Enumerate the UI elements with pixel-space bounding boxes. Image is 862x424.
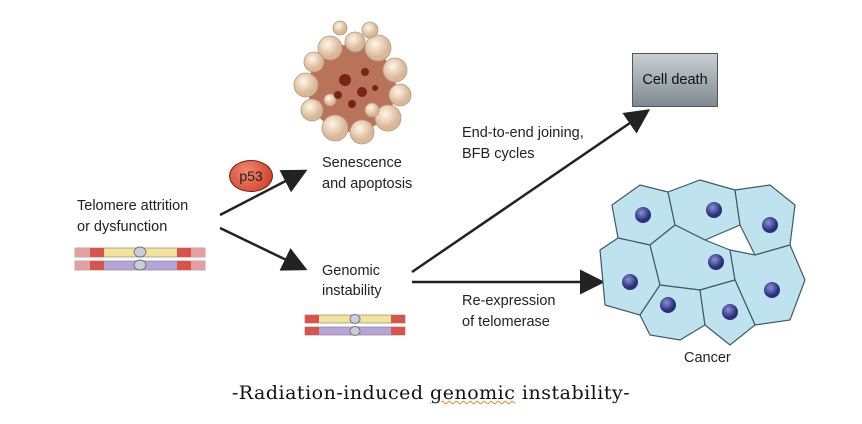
cancer-nuclei (622, 202, 780, 320)
senescence-label-line2: and apoptosis (322, 176, 413, 192)
senescence-label-line1: Senescence (322, 155, 402, 171)
cell-death-box: Cell death (632, 53, 718, 107)
caption-spellcheck-word: genomic (430, 382, 516, 404)
start-label-line1: Telomere attrition (77, 198, 189, 214)
start-label-line2: or dysfunction (77, 219, 168, 235)
caption: -Radiation-induced genomic instability- (0, 382, 862, 404)
joining-label-line1: End-to-end joining, (462, 125, 584, 141)
reexpression-label-line1: Re-expression (462, 293, 556, 309)
arrow-to-genomic (219, 226, 308, 271)
p53-badge: p53 (229, 160, 273, 192)
senescent-cell-illustration (293, 20, 412, 145)
joining-label-line2: BFB cycles (462, 146, 535, 162)
chromosome-pair-start (74, 246, 206, 271)
genomic-label-line1: Genomic (322, 263, 381, 279)
chromosome-pair-genomic (304, 314, 406, 336)
arrow-to-cell-death (411, 109, 651, 274)
caption-prefix: -Radiation-induced (231, 382, 431, 404)
arrows (219, 109, 651, 295)
genomic-label-line2: instability (322, 283, 382, 299)
reexpression-label-line2: of telomerase (462, 314, 550, 330)
arrow-to-senescence (219, 169, 308, 217)
cancer-label: Cancer (684, 350, 731, 366)
cancer-cells-illustration (599, 179, 806, 346)
caption-suffix: instability- (515, 382, 631, 404)
